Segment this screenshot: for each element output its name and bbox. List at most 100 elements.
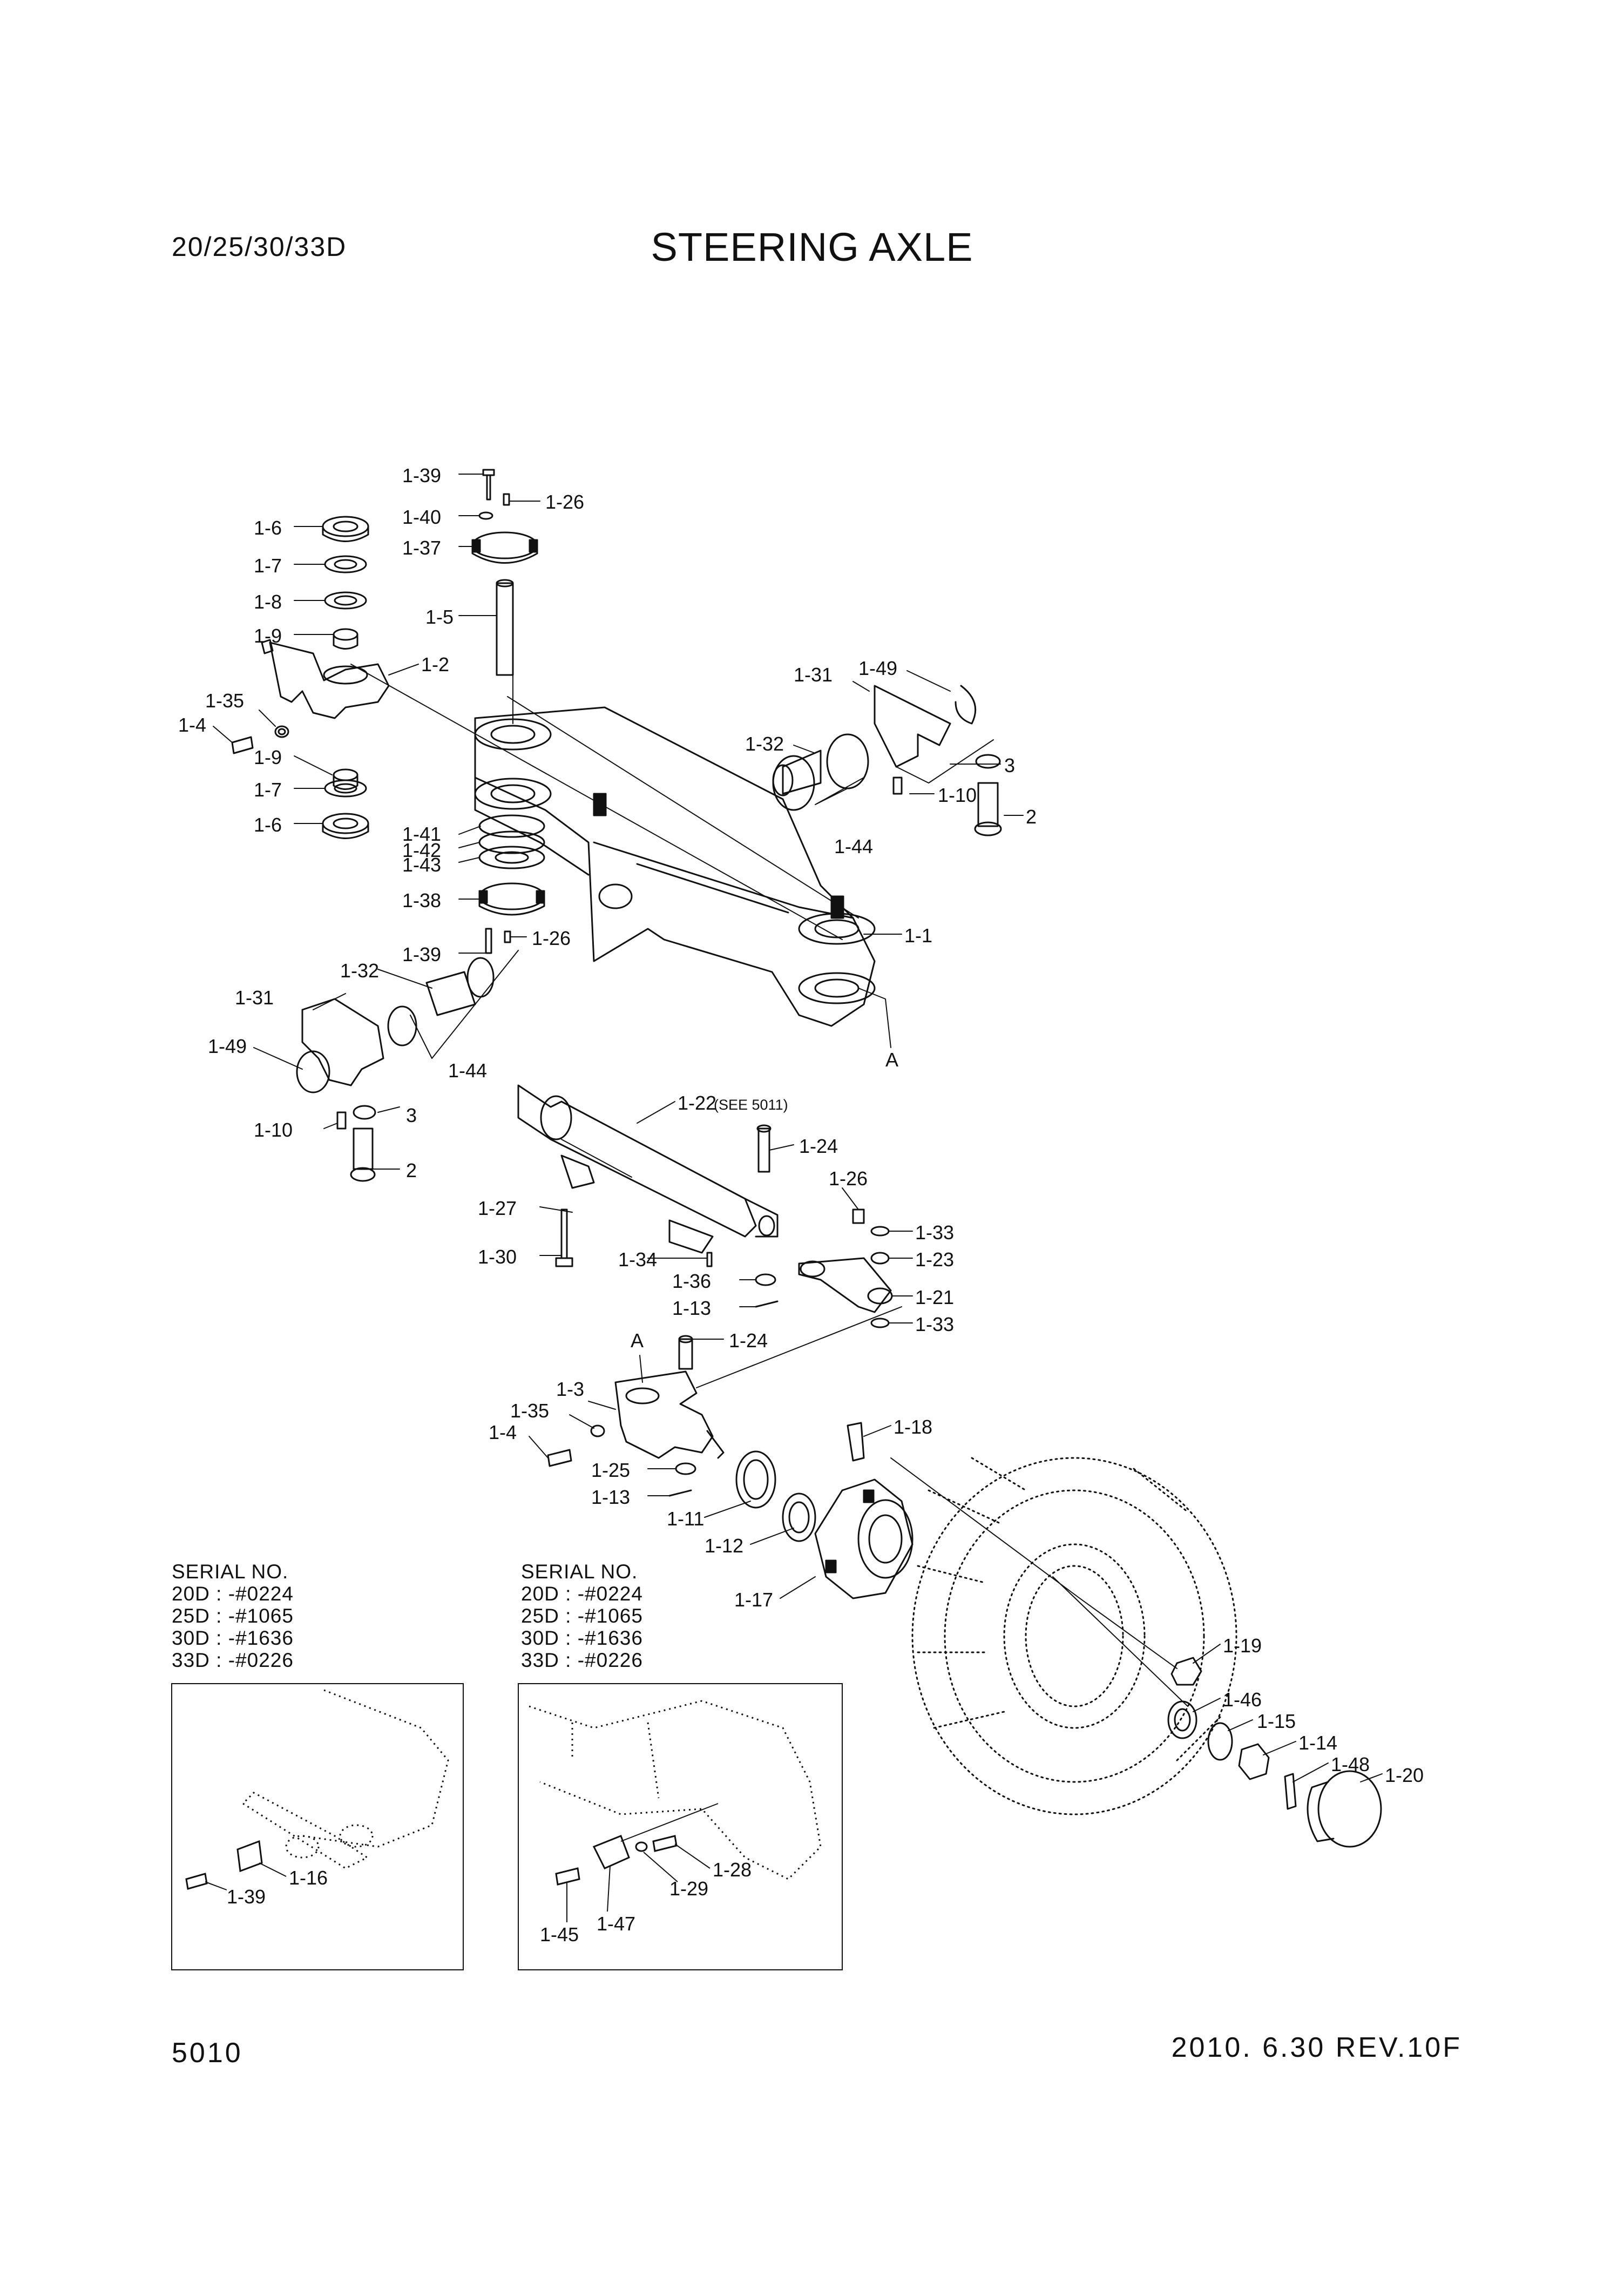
callout: 1-43	[402, 854, 441, 876]
callout: 1-13	[591, 1486, 630, 1508]
steering-cylinder	[517, 1084, 757, 1238]
cap-plate	[471, 531, 538, 559]
callout: 1-17	[734, 1589, 773, 1611]
callout: 1-26	[532, 927, 571, 949]
callout: 1-18	[894, 1416, 932, 1438]
callout: (SEE 5011)	[714, 1097, 788, 1113]
page-title: STEERING AXLE	[651, 225, 973, 269]
callout: 1-35	[510, 1400, 549, 1422]
callout: 1-2	[421, 653, 449, 676]
callout: 1-42	[402, 839, 441, 861]
callout: 1-6	[254, 814, 282, 836]
callout: 1-9	[254, 746, 282, 768]
callout: 1-22	[678, 1092, 716, 1114]
king-pin	[496, 582, 514, 676]
tire	[911, 1457, 1237, 1815]
callout: 1-3	[556, 1378, 584, 1400]
callout: 1-49	[858, 657, 897, 679]
callout: 1-33	[915, 1313, 954, 1335]
callout: 1-24	[729, 1329, 768, 1352]
callout: 1-46	[1223, 1689, 1262, 1711]
callout: 1-5	[425, 606, 454, 628]
serial-note-left: SERIAL NO. 20D : -#0224 25D : -#1065 30D…	[172, 1561, 294, 1671]
bracket-left	[301, 998, 384, 1086]
callout: 1-16	[289, 1867, 328, 1889]
callout: 1-15	[1257, 1710, 1296, 1732]
callout: 3	[406, 1104, 417, 1126]
callout: 1-24	[799, 1135, 838, 1157]
callout: 1-14	[1298, 1732, 1337, 1754]
callout: 1-39	[402, 464, 441, 487]
callout: 1-10	[254, 1119, 293, 1141]
callout: 1-38	[402, 889, 441, 911]
callout: 1-23	[915, 1248, 954, 1271]
bracket-right	[874, 685, 951, 768]
callout: 1-48	[1331, 1753, 1370, 1775]
callout: 1-31	[794, 664, 833, 686]
callout: 1-28	[713, 1859, 752, 1881]
callout: 1-41	[402, 823, 441, 845]
callout: 1-25	[591, 1459, 630, 1481]
callout: 1-4	[489, 1421, 517, 1443]
callout: 1-29	[669, 1877, 708, 1900]
callout: 1-7	[254, 779, 282, 801]
callout: 1-44	[834, 835, 873, 857]
serial-line: 30D : -#1636	[172, 1627, 294, 1649]
callout: 1-21	[915, 1286, 954, 1308]
callout: 1-45	[540, 1923, 579, 1946]
callout: 2	[1026, 806, 1037, 828]
callout: 1-35	[205, 690, 244, 712]
axle-beam	[474, 706, 876, 1027]
serial-heading: SERIAL NO.	[521, 1561, 638, 1583]
callout: 1-49	[208, 1035, 247, 1057]
serial-line: 33D : -#0226	[521, 1649, 643, 1671]
callout: 1-1	[904, 924, 932, 947]
callout: 1-40	[402, 506, 441, 528]
page-number: 5010	[172, 2037, 243, 2069]
serial-line: 33D : -#0226	[172, 1649, 294, 1671]
callout: 1-26	[545, 491, 584, 513]
callout: A	[631, 1329, 644, 1352]
callout: 1-6	[254, 517, 282, 539]
callout: 1-11	[667, 1508, 704, 1530]
serial-line: 20D : -#0224	[521, 1583, 643, 1605]
callout: 1-33	[915, 1221, 954, 1244]
callout: 1-47	[597, 1913, 635, 1935]
callout: 1-9	[254, 625, 282, 647]
knuckle-lower	[614, 1370, 714, 1459]
callout: 1-37	[402, 537, 441, 559]
callout: 1-10	[938, 784, 977, 806]
callout: 1-4	[178, 714, 206, 736]
serial-line: 20D : -#0224	[172, 1583, 294, 1605]
callout: 1-31	[235, 987, 274, 1009]
callout: A	[885, 1049, 898, 1071]
serial-line: 30D : -#1636	[521, 1627, 643, 1649]
callout-labels: 1-39 1-26 1-40 1-37 1-6 1-7 1-8 1-5 1-9 …	[178, 464, 1424, 1946]
callout: 1-19	[1223, 1635, 1262, 1657]
inset-box-right	[518, 1683, 843, 1970]
knuckle-upper	[269, 641, 390, 719]
callout: 1-8	[254, 591, 282, 613]
callout: 1-12	[705, 1535, 743, 1557]
callout: 2	[406, 1159, 417, 1181]
callout: 1-27	[478, 1197, 517, 1219]
revision-date: 2010. 6.30 REV.10F	[1171, 2032, 1462, 2063]
serial-line: 25D : -#1065	[172, 1605, 294, 1627]
callout: 1-20	[1385, 1764, 1424, 1786]
callout: 1-39	[227, 1886, 266, 1908]
callout: 1-39	[402, 943, 441, 965]
callout: 1-26	[829, 1167, 868, 1190]
model-code: 20/25/30/33D	[172, 232, 347, 262]
steering-link	[798, 1257, 892, 1313]
serial-heading: SERIAL NO.	[172, 1561, 289, 1583]
callout: 1-32	[745, 733, 784, 755]
callout: 1-30	[478, 1246, 517, 1268]
serial-line: 25D : -#1065	[521, 1605, 643, 1627]
callout: 1-34	[618, 1248, 657, 1271]
callout: 1-7	[254, 555, 282, 577]
hub-cap	[1317, 1770, 1382, 1848]
callout: 1-36	[672, 1270, 711, 1292]
callout: 3	[1004, 754, 1015, 776]
callout: 1-32	[340, 960, 379, 982]
